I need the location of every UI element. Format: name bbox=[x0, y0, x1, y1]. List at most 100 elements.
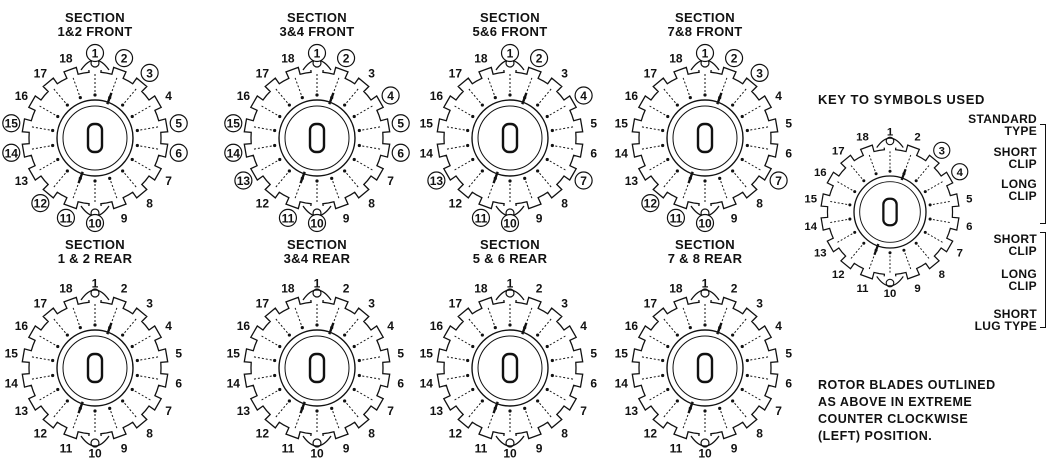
section-title: SECTION 3&4 FRONT bbox=[279, 10, 355, 39]
terminal-number: 13 bbox=[237, 404, 251, 418]
contact-point bbox=[273, 143, 277, 148]
contact-point bbox=[56, 114, 60, 119]
terminal-number: 8 bbox=[146, 197, 153, 211]
terminal-number: 15 bbox=[5, 347, 19, 361]
terminal-number: 4 bbox=[775, 89, 782, 103]
mounting-hole bbox=[90, 438, 100, 448]
rotor-blade bbox=[716, 322, 723, 335]
terminal-circle bbox=[500, 213, 520, 233]
terminal-number: 14 bbox=[420, 146, 434, 160]
shaft-slot bbox=[501, 122, 519, 154]
contact-point bbox=[56, 157, 60, 162]
terminal-number: 11 bbox=[475, 211, 488, 225]
contact-point bbox=[343, 399, 347, 403]
contact-point bbox=[93, 179, 97, 183]
terminal-number: 1 bbox=[314, 277, 321, 291]
terminal-number: 7 bbox=[165, 404, 172, 418]
terminal-number: 12 bbox=[449, 197, 463, 211]
contact-point bbox=[93, 93, 97, 97]
terminal-number: 5 bbox=[397, 347, 404, 361]
key-label-short-clip: SHORT CLIP bbox=[993, 145, 1037, 171]
terminal-number: 4 bbox=[387, 89, 394, 103]
terminal-number: 5 bbox=[785, 347, 792, 361]
contact-point bbox=[740, 157, 744, 162]
terminal-number: 14 bbox=[227, 376, 241, 390]
contact-point bbox=[718, 406, 722, 411]
terminal-circle bbox=[695, 213, 715, 233]
rotor-ring bbox=[56, 99, 134, 177]
mounting-ear bbox=[876, 137, 904, 148]
terminal-number: 14 bbox=[615, 146, 629, 160]
terminal-circle bbox=[933, 141, 951, 159]
mounting-ear bbox=[80, 289, 110, 301]
contact-point bbox=[703, 409, 707, 413]
terminal-number: 7 bbox=[387, 174, 394, 188]
contact-point bbox=[466, 143, 470, 148]
terminal-number: 14 bbox=[420, 376, 434, 390]
contact-point bbox=[130, 157, 134, 162]
contact-point bbox=[121, 399, 125, 403]
terminal-number: 2 bbox=[731, 52, 738, 66]
rotor-blade bbox=[521, 322, 528, 335]
rotor-ring bbox=[56, 329, 134, 407]
rotor-inner bbox=[62, 105, 128, 171]
contact-point bbox=[93, 409, 97, 413]
rotor-ring bbox=[278, 99, 356, 177]
contact-point bbox=[666, 344, 670, 349]
terminal-number: 1 bbox=[314, 47, 321, 61]
terminal-number: 16 bbox=[15, 319, 29, 333]
terminal-number: 13 bbox=[430, 174, 444, 188]
section-title: SECTION 3&4 REAR bbox=[283, 237, 351, 266]
contact-point bbox=[93, 323, 97, 327]
terminal-number: 10 bbox=[698, 447, 712, 461]
terminal-number: 6 bbox=[397, 376, 404, 390]
terminal-number: 15 bbox=[227, 117, 241, 131]
mounting-hole bbox=[885, 136, 895, 146]
rotor-blade bbox=[328, 322, 335, 335]
terminal-number: 8 bbox=[146, 427, 153, 441]
mounting-hole bbox=[90, 288, 100, 298]
contact-point bbox=[675, 169, 679, 173]
terminal-number: 2 bbox=[343, 282, 350, 296]
terminal-number: 16 bbox=[15, 89, 29, 103]
terminal-number: 11 bbox=[60, 441, 73, 455]
rotor-blade bbox=[77, 171, 84, 184]
rotor-blade bbox=[106, 92, 113, 105]
terminal-number: 16 bbox=[430, 89, 444, 103]
mounting-ear bbox=[80, 435, 110, 447]
section-title: SECTION 1&2 FRONT bbox=[57, 10, 133, 39]
mounting-ear bbox=[690, 289, 720, 301]
shaft-slot bbox=[501, 352, 519, 384]
rotor-blade bbox=[328, 92, 335, 105]
terminal-circle bbox=[224, 143, 243, 162]
contact-point bbox=[357, 373, 361, 378]
terminal-circle bbox=[140, 63, 159, 82]
mounting-hole bbox=[700, 288, 710, 298]
contact-point bbox=[357, 128, 361, 133]
contact-point bbox=[343, 169, 347, 173]
contact-point bbox=[550, 143, 554, 148]
terminal-number: 17 bbox=[832, 146, 845, 158]
terminal-number: 5 bbox=[590, 347, 597, 361]
terminal-number: 3 bbox=[939, 146, 945, 158]
shaft-slot bbox=[696, 352, 714, 384]
contact-point bbox=[471, 344, 475, 349]
terminal-number: 8 bbox=[756, 197, 763, 211]
section-title: SECTION 7&8 FRONT bbox=[667, 10, 743, 39]
terminal-circle bbox=[427, 171, 446, 190]
rotor-ring bbox=[666, 329, 744, 407]
contact-point bbox=[923, 190, 927, 194]
contact-point bbox=[51, 143, 55, 148]
contact-point bbox=[703, 179, 707, 183]
contact-point bbox=[278, 344, 282, 349]
terminal-number: 14 bbox=[227, 146, 241, 160]
contact-point bbox=[287, 169, 291, 173]
contact-point bbox=[536, 399, 540, 403]
contact-point bbox=[466, 373, 470, 378]
contact-point bbox=[352, 387, 356, 392]
terminal-number: 12 bbox=[34, 427, 48, 441]
terminal-number: 1 bbox=[92, 277, 99, 291]
